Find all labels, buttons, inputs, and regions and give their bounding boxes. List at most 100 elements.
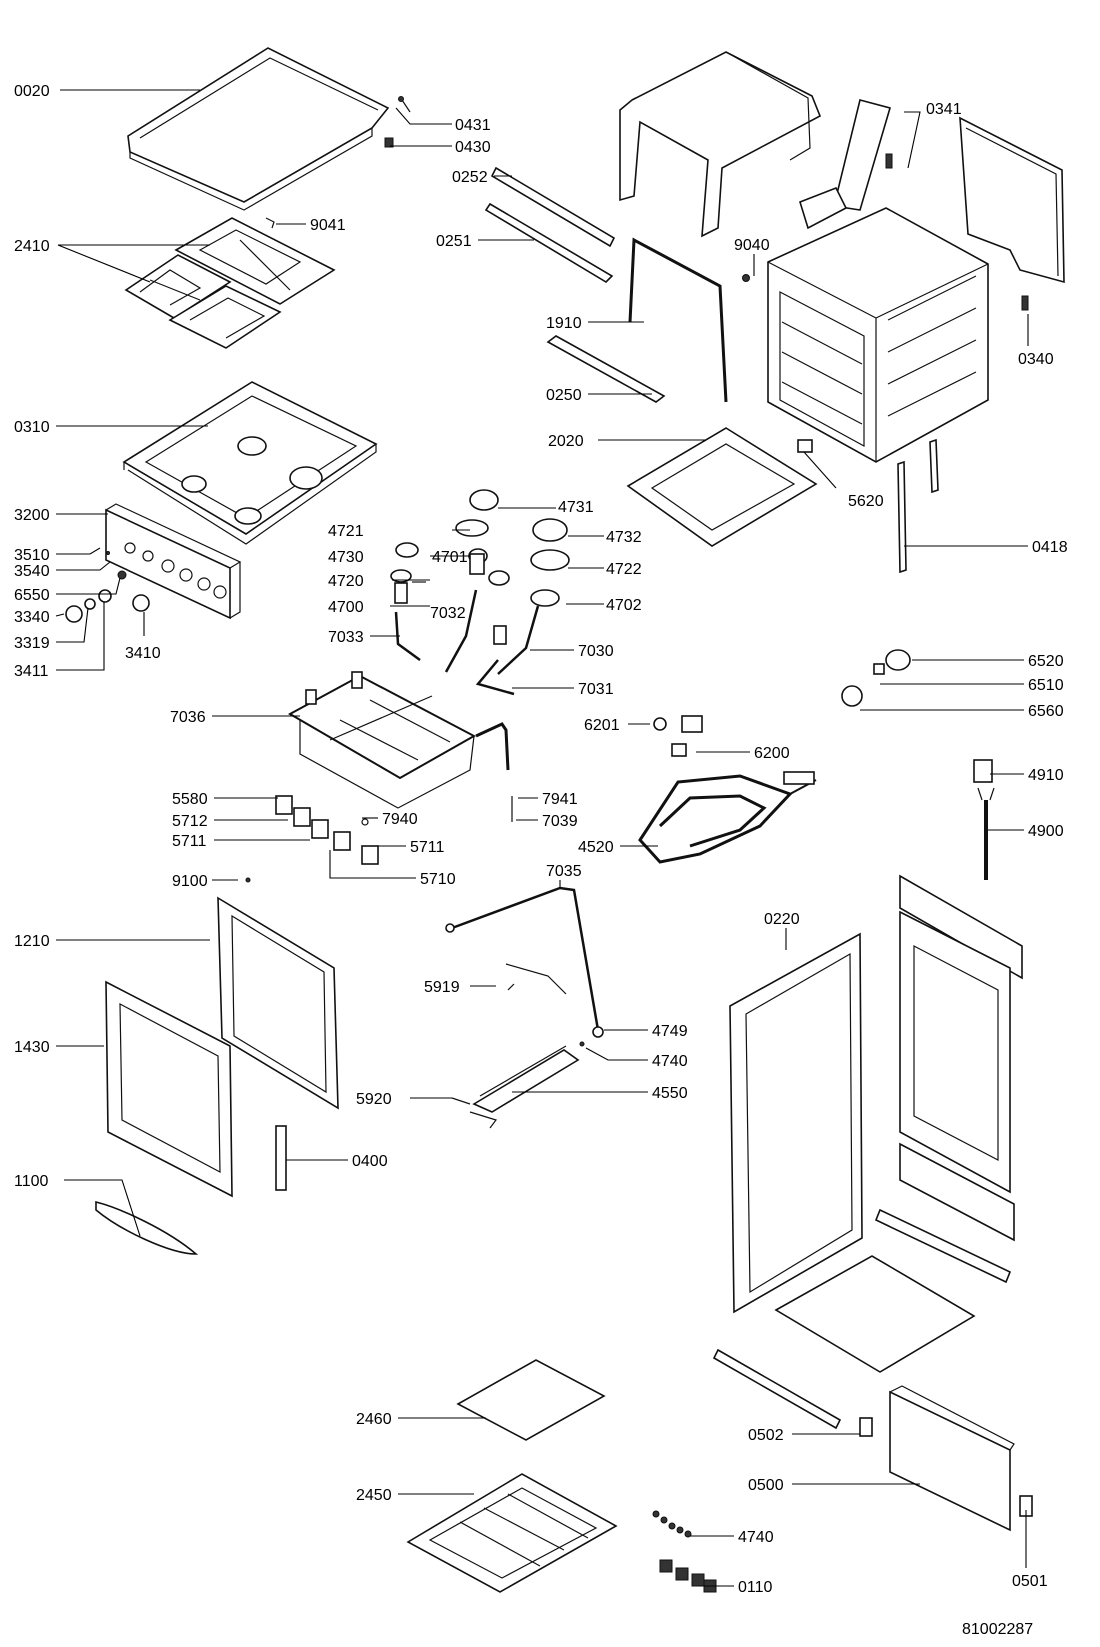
part-back-cover bbox=[874, 874, 1023, 1284]
callout-0501: 0501 bbox=[1012, 1573, 1048, 1590]
part-oven-top-hood bbox=[619, 51, 822, 238]
callout-7035: 7035 bbox=[546, 863, 582, 880]
callout-0110: 0110 bbox=[738, 1579, 773, 1596]
part-0341-bracket bbox=[799, 99, 893, 230]
callout-4900: 4900 bbox=[1028, 823, 1064, 840]
callout-0430: 0430 bbox=[455, 139, 491, 156]
part-mains-cord bbox=[973, 759, 995, 880]
callout-0250: 0250 bbox=[546, 387, 582, 404]
callout-0418: 0418 bbox=[1032, 539, 1068, 556]
part-0500-drawer-front bbox=[889, 1385, 1015, 1532]
callout-9041: 9041 bbox=[310, 217, 346, 234]
callout-7940: 7940 bbox=[382, 811, 418, 828]
callout-7031: 7031 bbox=[578, 681, 614, 698]
callout-3340: 3340 bbox=[14, 609, 50, 626]
callout-6550: 6550 bbox=[14, 587, 50, 604]
part-4520-heating-element bbox=[638, 771, 817, 864]
part-jets-and-feet bbox=[652, 1510, 717, 1593]
part-gas-pipes bbox=[394, 589, 540, 696]
callout-1100: 1100 bbox=[14, 1173, 49, 1190]
callout-1430: 1430 bbox=[14, 1039, 50, 1056]
callout-5620: 5620 bbox=[848, 493, 884, 510]
callout-4731: 4731 bbox=[558, 499, 594, 516]
callout-4700: 4700 bbox=[328, 599, 364, 616]
callout-9100: 9100 bbox=[172, 873, 208, 890]
callout-4720: 4720 bbox=[328, 573, 364, 590]
part-0310-hob bbox=[122, 381, 378, 545]
callout-0340: 0340 bbox=[1018, 351, 1054, 368]
part-2410-pan-supports bbox=[124, 217, 336, 349]
part-9041-clip bbox=[265, 217, 275, 229]
callout-6201: 6201 bbox=[584, 717, 620, 734]
callout-4740a: 4740 bbox=[652, 1053, 688, 1070]
callout-5920: 5920 bbox=[356, 1091, 392, 1108]
part-5620-clip bbox=[797, 439, 813, 453]
callout-0502: 0502 bbox=[748, 1427, 784, 1444]
part-gas-taps bbox=[245, 795, 513, 883]
part-0220-side-panel bbox=[729, 932, 863, 1314]
callout-3410: 3410 bbox=[125, 645, 161, 662]
part-oven-cavity bbox=[767, 207, 989, 463]
callout-3540: 3540 bbox=[14, 563, 50, 580]
part-0020-lid bbox=[127, 47, 390, 211]
callout-labels: 0020 0431 0430 9041 2410 0310 3200 3510 … bbox=[14, 83, 1068, 1638]
callout-1210: 1210 bbox=[14, 933, 50, 950]
callout-7039: 7039 bbox=[542, 813, 578, 830]
part-7035-pipe bbox=[445, 886, 604, 1047]
callout-0251: 0251 bbox=[436, 233, 472, 250]
callout-6200: 6200 bbox=[754, 745, 790, 762]
part-1210-inner-door bbox=[217, 896, 339, 1110]
callout-6560: 6560 bbox=[1028, 703, 1064, 720]
part-2460-tray bbox=[456, 1359, 606, 1441]
callout-6510: 6510 bbox=[1028, 677, 1064, 694]
callout-1910: 1910 bbox=[546, 315, 582, 332]
callout-4550: 4550 bbox=[652, 1085, 688, 1102]
part-0250-strip bbox=[546, 335, 666, 403]
callout-4730: 4730 bbox=[328, 549, 364, 566]
callout-5712: 5712 bbox=[172, 813, 208, 830]
callout-5710: 5710 bbox=[420, 871, 456, 888]
callout-4702: 4702 bbox=[606, 597, 642, 614]
part-1910-seal bbox=[628, 237, 728, 403]
part-9040-nut bbox=[742, 274, 750, 282]
part-1430-door bbox=[105, 980, 233, 1198]
part-3200-control-panel bbox=[105, 503, 242, 620]
callout-0431: 0431 bbox=[455, 117, 491, 134]
part-0431-screw bbox=[398, 96, 411, 113]
callout-4701: 4701 bbox=[432, 549, 468, 566]
part-oven-lamp bbox=[841, 649, 911, 707]
callout-0400: 0400 bbox=[352, 1153, 388, 1170]
callout-7941: 7941 bbox=[542, 791, 578, 808]
callout-3411: 3411 bbox=[14, 663, 49, 680]
callout-4732: 4732 bbox=[606, 529, 642, 546]
leader-lines bbox=[55, 89, 1029, 1587]
part-0252-rail bbox=[490, 166, 616, 248]
part-7036-manifold bbox=[287, 671, 510, 809]
callout-2460: 2460 bbox=[356, 1411, 392, 1428]
part-0251-rail bbox=[484, 202, 614, 284]
callout-4721: 4721 bbox=[328, 523, 364, 540]
part-0400-hinge bbox=[275, 1125, 287, 1191]
callout-2410: 2410 bbox=[14, 238, 50, 255]
callout-0252: 0252 bbox=[452, 169, 488, 186]
callout-4749: 4749 bbox=[652, 1023, 688, 1040]
part-2450-grill bbox=[406, 1473, 618, 1593]
part-4550-oven-burner bbox=[451, 1045, 580, 1129]
callout-7036: 7036 bbox=[170, 709, 206, 726]
part-0418-rails bbox=[897, 438, 939, 574]
part-2020-oven-bottom bbox=[626, 427, 818, 547]
part-thermostat bbox=[653, 715, 703, 757]
callout-3319: 3319 bbox=[14, 635, 50, 652]
callout-3200: 3200 bbox=[14, 507, 50, 524]
callout-0020: 0020 bbox=[14, 83, 50, 100]
callout-5919: 5919 bbox=[424, 979, 460, 996]
callout-4520: 4520 bbox=[578, 839, 614, 856]
callout-0500: 0500 bbox=[748, 1477, 784, 1494]
callout-7033: 7033 bbox=[328, 629, 364, 646]
callout-9040: 9040 bbox=[734, 237, 770, 254]
part-knobs-3340-3319-3410-6550 bbox=[65, 551, 150, 623]
callout-0310: 0310 bbox=[14, 419, 50, 436]
callout-5711b: 5711 bbox=[410, 839, 445, 856]
callout-6520: 6520 bbox=[1028, 653, 1064, 670]
